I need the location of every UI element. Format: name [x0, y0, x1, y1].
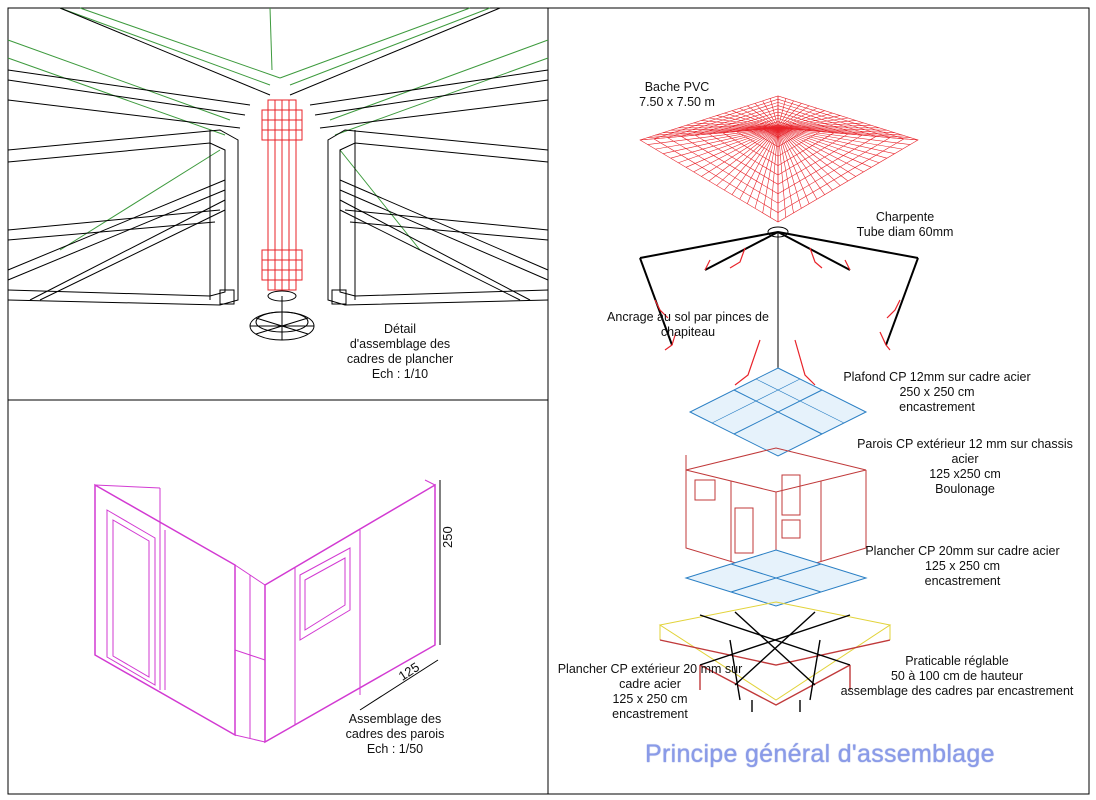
tarp-mesh-ring — [653, 98, 905, 213]
floor-panels — [684, 549, 868, 607]
label-bache: Bache PVC 7.50 x 7.50 m — [639, 80, 715, 109]
adjustable-stage — [658, 601, 892, 712]
tarp-mesh-ring — [749, 121, 807, 148]
pvc-tarp — [639, 95, 919, 223]
tarp-mesh-ring — [680, 105, 877, 195]
tarp-mesh-ring — [639, 95, 919, 223]
sheet-frame — [7, 7, 1090, 795]
wall-dimension-lines — [359, 480, 441, 711]
label-ancrage: Ancrage au sol par pinces de chapiteau — [607, 310, 769, 339]
tarp-mesh-ring — [722, 114, 835, 166]
floor-detail-caption: Détail d'assemblage des cadres de planch… — [346, 322, 454, 381]
label-plancher-20: Plancher CP 20mm sur cadre acier 125 x 2… — [865, 544, 1060, 588]
wall-height-dimension: 250 — [440, 526, 455, 548]
drawing-title: Principe général d'assemblage — [645, 740, 995, 768]
green-bracing — [7, 7, 549, 251]
roof-truss — [639, 226, 919, 370]
label-plafond: Plafond CP 12mm sur cadre acier 250 x 25… — [843, 370, 1031, 414]
label-charpente: Charpente Tube diam 60mm — [856, 210, 954, 239]
tarp-mesh-ring — [735, 118, 821, 157]
steel-frames — [7, 7, 549, 306]
ceiling-panels — [688, 367, 868, 457]
tarp-mesh-ring — [763, 124, 793, 138]
tarp-mesh-ring — [666, 102, 891, 204]
wall-frames-drawing — [94, 479, 436, 744]
leveling-foot — [249, 290, 315, 341]
wall-assembly-caption: Assemblage des cadres des parois Ech : 1… — [345, 712, 445, 756]
label-praticable: Praticable réglable 50 à 100 cm de haute… — [840, 654, 1074, 698]
floor-frame-detail-drawing — [7, 7, 549, 341]
label-parois: Parois CP extérieur 12 mm sur chassis ac… — [857, 437, 1073, 496]
ground-anchors — [654, 247, 901, 386]
tarp-mesh-ring — [708, 111, 849, 176]
tarp-mesh-ring — [694, 108, 863, 185]
adjustable-post — [261, 99, 303, 291]
label-plancher-exterieur: Plancher CP extérieur 20 mm sur cadre ac… — [557, 662, 743, 721]
